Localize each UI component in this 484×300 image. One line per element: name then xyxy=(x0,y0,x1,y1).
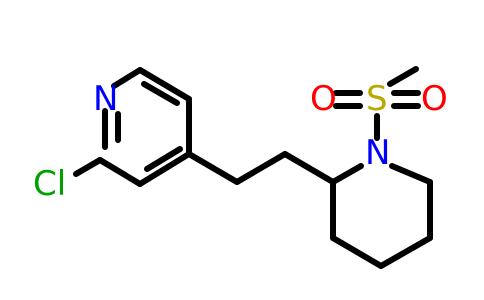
bond-c3-c4 xyxy=(137,151,192,187)
bond-c2-cl xyxy=(73,157,103,177)
bond-c2pip-npip xyxy=(330,163,364,185)
atom-o-left: O xyxy=(310,79,337,119)
atom-s: S xyxy=(366,79,388,119)
sulfonyl-group xyxy=(333,66,421,141)
atom-n-piperidine: N xyxy=(365,133,390,173)
bond-c5-c6 xyxy=(137,67,192,102)
bond-s-ch3 xyxy=(387,66,419,87)
bond-c5pip-c4pip xyxy=(378,235,433,269)
bond-ch2b-c2pip xyxy=(282,151,336,185)
bond-npip-c6pip xyxy=(389,163,433,185)
bond-c5-c6-inner xyxy=(141,81,180,106)
bond-c4-ch2a xyxy=(186,151,240,185)
atom-n-pyridine: N xyxy=(93,79,118,119)
atom-o-right: O xyxy=(421,79,448,119)
bond-c6-n1 xyxy=(111,67,143,89)
bond-c2-c3 xyxy=(97,157,143,187)
atom-cl: Cl xyxy=(33,164,66,204)
bond-ch2a-ch2b xyxy=(234,151,288,185)
ethyl-linker xyxy=(186,151,336,185)
bond-c4pip-c3pip xyxy=(330,235,384,269)
piperidine-ring xyxy=(330,163,433,269)
pyridine-ring xyxy=(97,67,192,187)
bond-c3-c4-inner xyxy=(144,146,183,172)
